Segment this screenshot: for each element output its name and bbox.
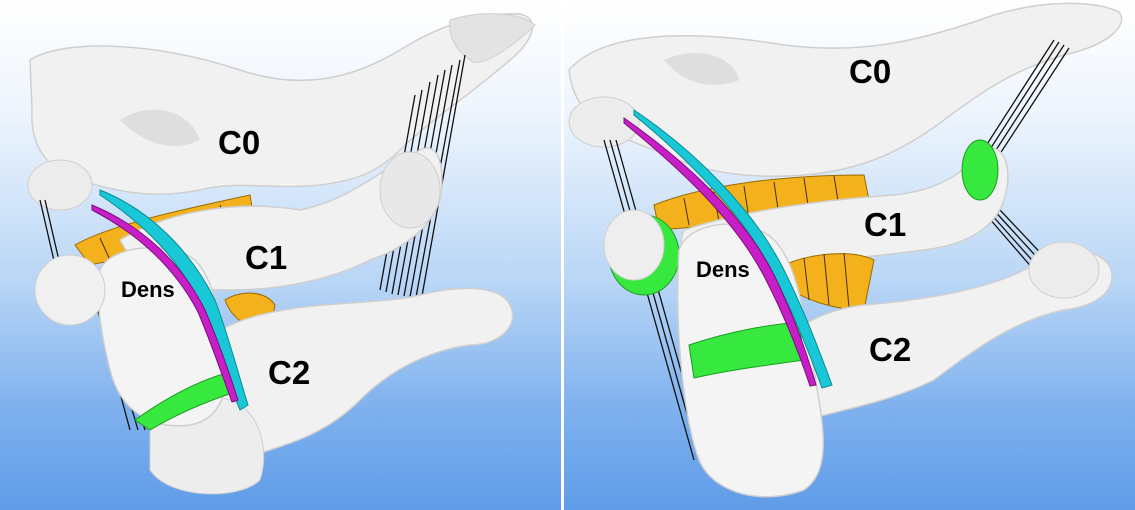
- c0-bone: [569, 3, 1122, 176]
- right-c1-label: C1: [864, 208, 906, 241]
- right-c2-label: C2: [869, 333, 911, 366]
- left-view-panel: C0 C1 C2 Dens: [0, 0, 561, 510]
- green-ligament-lateral: [962, 140, 998, 200]
- left-c0-label: C0: [218, 126, 260, 159]
- left-c2-label: C2: [268, 356, 310, 389]
- right-dens-label: Dens: [696, 259, 750, 281]
- right-view-panel: C0 C1 C2 Dens: [564, 0, 1135, 510]
- right-c0-label: C0: [849, 55, 891, 88]
- left-c1-label: C1: [245, 241, 287, 274]
- left-dens-label: Dens: [121, 279, 175, 301]
